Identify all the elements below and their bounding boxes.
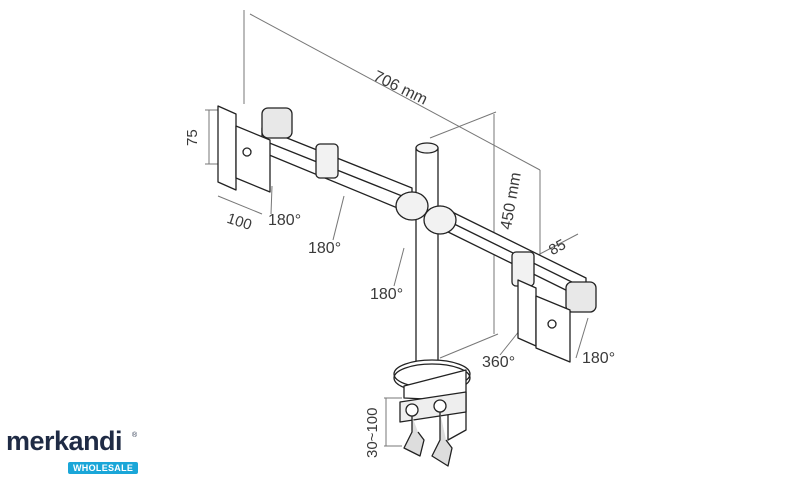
brand-logo: merkandi ® WHOLESALE — [6, 426, 139, 474]
dim-85-line — [537, 233, 579, 256]
left-vesa-plate — [217, 105, 237, 191]
leader-right-head — [575, 317, 589, 359]
brand-tagline-badge: WHOLESALE — [68, 462, 139, 474]
clamp-handle-right — [431, 412, 453, 467]
right-vesa-plate — [517, 279, 537, 347]
left-bracket — [235, 125, 271, 193]
leader-left-arm — [332, 195, 345, 241]
clamp-handle-left — [403, 416, 425, 457]
right-bracket — [535, 295, 571, 363]
dim-clamp-label: 30~100 — [364, 407, 381, 458]
left-arm-knob — [315, 143, 339, 179]
rotation-center-label: 180° — [370, 286, 404, 303]
center-joint — [395, 191, 429, 221]
right-head-joint — [565, 281, 597, 313]
left-vesa-hole — [242, 147, 252, 157]
dim-100-line — [217, 195, 263, 215]
brand-name: merkandi — [6, 426, 123, 456]
leader-left-head — [270, 185, 273, 215]
dim-75-label: 75 — [184, 129, 201, 146]
clamp-screw-right — [433, 399, 447, 413]
rotation-right-head-label: 180° — [582, 350, 616, 367]
pole — [415, 147, 439, 379]
brand-registered-mark: ® — [132, 432, 138, 439]
dim-450-ext-top — [429, 111, 497, 139]
pole-cap — [415, 142, 439, 154]
center-joint-right — [423, 205, 457, 235]
leader-base — [499, 329, 521, 356]
leader-center — [393, 247, 405, 287]
clamp-screw-left — [405, 403, 419, 417]
right-arm-knob — [511, 251, 535, 287]
rotation-left-arm-label: 180° — [308, 240, 342, 257]
dim-706-line — [249, 13, 541, 171]
rotation-left-head-label: 180° — [268, 212, 302, 229]
rotation-base-label: 360° — [482, 354, 516, 371]
dim-450-ext-bottom — [439, 333, 499, 359]
left-head-joint — [261, 107, 293, 139]
right-vesa-hole — [547, 319, 557, 329]
clamp-body — [403, 369, 467, 441]
